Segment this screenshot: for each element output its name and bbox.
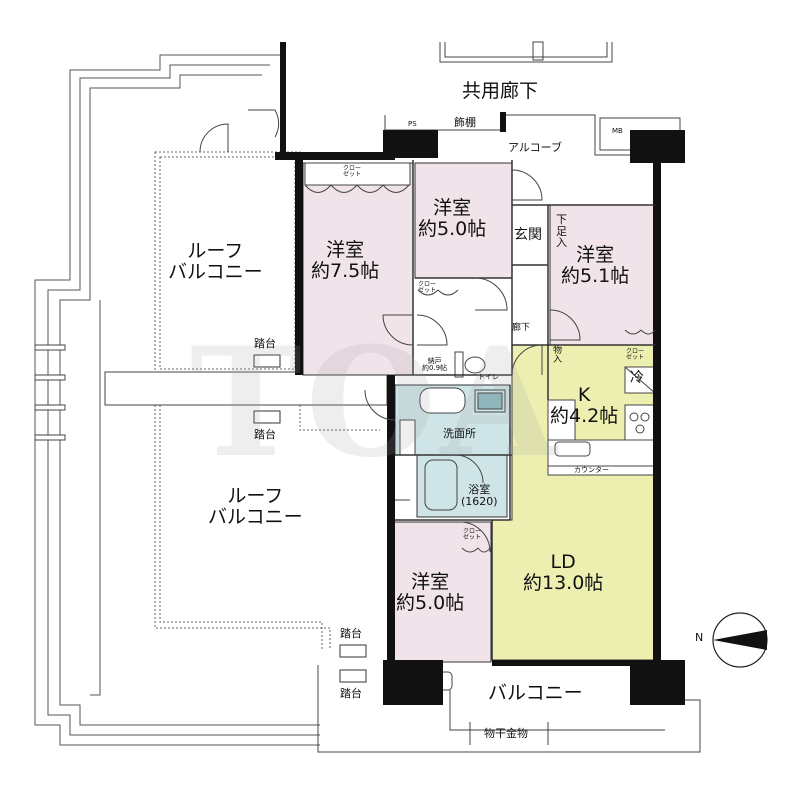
closet-north-line1: クロー — [418, 281, 437, 288]
closet-label-large: クロー ゼット — [343, 166, 361, 178]
balcony-label: バルコニー — [488, 682, 583, 704]
display-shelf-label: 飾棚 — [454, 116, 476, 129]
bedroom-east-fill — [549, 204, 656, 346]
roof-balcony-bottom-label: ルーフ バルコニー — [208, 485, 303, 529]
storage-line2: 約0.9帖 — [422, 364, 448, 372]
living-name: LD — [550, 551, 576, 573]
storage-line1: 納戸 — [427, 357, 442, 365]
roof-balcony-top-line2: バルコニー — [168, 261, 263, 284]
bedroom-north-fill — [414, 162, 513, 279]
closet-east-line2: ゼット — [626, 354, 645, 361]
bedroom-large-fill — [302, 162, 414, 376]
refrigerator-label: 冷 — [630, 370, 644, 386]
bedroom-south-label: 洋室 約5.0帖 — [396, 571, 465, 615]
bedroom-east-label: 洋室 約5.1帖 — [561, 244, 630, 288]
closet-label-south: クロー ゼット — [463, 529, 481, 541]
kitchen-label: K 約4.2帖 — [550, 384, 619, 428]
bath-size: (1620) — [461, 495, 498, 509]
closet-south-line2: ゼット — [463, 534, 482, 541]
bath-label: 浴室 (1620) — [461, 483, 498, 509]
door-swings — [199, 109, 581, 553]
washroom-label: 洗面所 — [443, 427, 476, 440]
ladder-rail — [34, 344, 66, 441]
wash-fixtures — [399, 351, 506, 691]
living-size: 約13.0帖 — [523, 572, 604, 595]
step-label-1: 踏台 — [254, 337, 276, 350]
north-label: N — [695, 631, 704, 644]
counter-label: カウンター — [574, 466, 609, 474]
common-corridor-label: 共用廊下 — [462, 80, 539, 102]
bedroom-north-label: 洋室 約5.0帖 — [418, 197, 487, 241]
alcove-label: アルコーブ — [508, 141, 563, 154]
bedroom-east-size: 約5.1帖 — [561, 265, 630, 288]
closet-north-line2: ゼット — [418, 287, 437, 294]
step-markers — [253, 354, 367, 683]
bedroom-south-size: 約5.0帖 — [396, 592, 465, 615]
bedroom-south-fill — [392, 521, 492, 663]
roof-balcony-outline — [34, 54, 320, 746]
watermark: TOA — [190, 315, 561, 491]
closet-doors — [304, 162, 656, 553]
roof-balcony-top-line1: ルーフ — [187, 240, 244, 262]
closet-large-line2: ゼット — [343, 171, 362, 178]
kitchen-name: K — [577, 384, 591, 406]
partitions — [395, 160, 655, 660]
laundry-hanger-label: 物干金物 — [484, 727, 528, 740]
bedroom-large-label: 洋室 約7.5帖 — [311, 239, 380, 283]
roof-balcony-bottom-line2: バルコニー — [208, 506, 303, 529]
roof-balcony-bottom-line1: ルーフ — [227, 485, 284, 507]
kitchen-size: 約4.2帖 — [550, 405, 619, 428]
bedroom-north-name: 洋室 — [433, 197, 472, 219]
corridor-label: 廊下 — [512, 323, 531, 333]
entrance-label: 玄関 — [514, 227, 542, 243]
kitchen-fixtures — [547, 366, 659, 476]
toilet-label: トイレ — [478, 373, 499, 381]
closet-large-line1: クロー — [343, 165, 362, 172]
bedroom-south-name: 洋室 — [411, 571, 450, 593]
closet-south-line1: クロー — [463, 528, 482, 535]
structure-walls — [275, 42, 685, 705]
closet-label-north: クロー ゼット — [418, 282, 436, 294]
closet-label-east: クロー ゼット — [626, 349, 644, 361]
step-label-2: 踏台 — [254, 428, 276, 441]
bedroom-large-size: 約7.5帖 — [311, 260, 380, 283]
closet-east-line1: クロー — [626, 348, 645, 355]
bedroom-east-name: 洋室 — [576, 244, 615, 266]
north-compass — [712, 612, 768, 668]
living-label: LD 約13.0帖 — [523, 551, 604, 595]
bedroom-large-name: 洋室 — [326, 239, 365, 261]
roof-balcony-top-label: ルーフ バルコニー — [168, 240, 263, 284]
mb-label: MB — [612, 127, 623, 135]
pantry-label: 物入 — [553, 346, 563, 365]
bath-name: 浴室 — [468, 483, 491, 496]
step-label-3: 踏台 — [340, 627, 362, 640]
storage-label: 納戸 約0.9帖 — [422, 358, 447, 372]
bedroom-north-size: 約5.0帖 — [418, 218, 487, 241]
balcony-outline — [317, 665, 701, 753]
shoe-closet-label: 下足入 — [556, 213, 567, 250]
ps-label: PS — [408, 120, 417, 128]
step-label-4: 踏台 — [340, 687, 362, 700]
